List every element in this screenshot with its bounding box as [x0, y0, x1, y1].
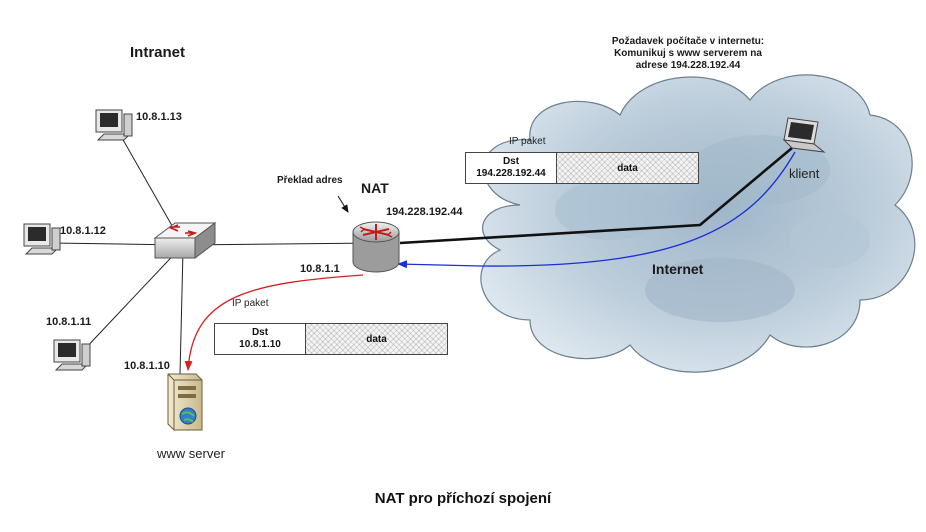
- cloud-icon: [480, 74, 916, 373]
- nat-label: NAT: [361, 180, 389, 196]
- ip-packet-inner: Dst 10.8.1.10 data: [214, 323, 448, 355]
- packet-dst-label: Dst: [502, 156, 520, 167]
- translation-pointer: [337, 195, 349, 213]
- figure-caption: NAT pro příchozí spojení: [374, 490, 552, 507]
- host-ip-label: 10.8.1.13: [136, 111, 182, 123]
- incoming-arrow: [397, 151, 796, 269]
- host-ip-label: 10.8.1.11: [46, 316, 92, 328]
- www-server-label: www server: [157, 446, 225, 461]
- packet-dst-value: 10.8.1.10: [239, 339, 281, 350]
- intranet-label: Intranet: [130, 44, 186, 61]
- packet-payload: data: [557, 153, 698, 183]
- server-icon: [167, 373, 203, 431]
- forwarded-arrow: [184, 274, 364, 371]
- translation-label: Překlad adres: [277, 175, 343, 186]
- ip-packet-outer: Dst 194.228.192.44 data: [465, 152, 699, 184]
- request-note-line: Komunikuj s www serverem na: [614, 48, 762, 59]
- host-ip-label: 10.8.1.12: [60, 225, 106, 237]
- nat-inner-ip-label: 10.8.1.1: [300, 263, 340, 275]
- packet-title: IP paket: [509, 136, 546, 147]
- packet-destination: Dst 194.228.192.44: [466, 153, 557, 183]
- client-label: klient: [789, 166, 820, 181]
- packet-destination: Dst 10.8.1.10: [215, 324, 306, 354]
- internet-label: Internet: [652, 261, 704, 277]
- request-note: Požadavek počítače v internetu: Komuniku…: [588, 36, 788, 72]
- router-icon: [352, 221, 400, 273]
- workstation-icon: [53, 339, 91, 371]
- packet-dst-value: 194.228.192.44: [476, 168, 546, 179]
- internet-link: [399, 147, 793, 245]
- packet-dst-label: Dst: [251, 327, 269, 338]
- packet-title: IP paket: [232, 298, 269, 309]
- request-note-line: adrese 194.228.192.44: [635, 60, 741, 71]
- switch-icon: [153, 222, 217, 259]
- request-note-line: Požadavek počítače v internetu:: [611, 36, 765, 47]
- workstation-icon: [23, 223, 61, 255]
- server-ip-label: 10.8.1.10: [124, 360, 170, 372]
- workstation-icon: [95, 109, 133, 141]
- public-ip-label: 194.228.192.44: [386, 206, 463, 218]
- laptop-icon: [782, 117, 826, 153]
- packet-payload: data: [306, 324, 447, 354]
